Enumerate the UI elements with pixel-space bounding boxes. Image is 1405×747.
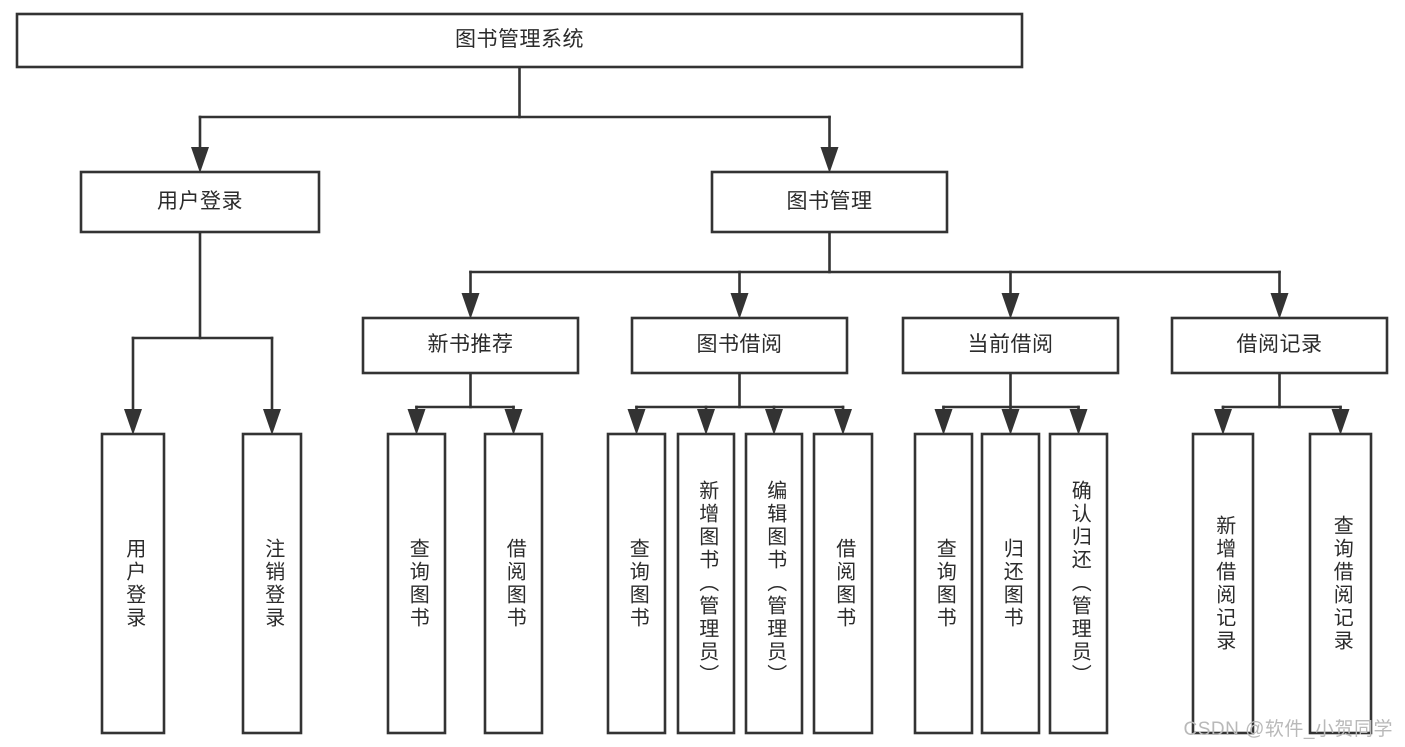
arrowhead-icon [627, 409, 646, 435]
node-box-root[interactable] [15, 12, 1024, 69]
node-box-l2_0[interactable] [361, 316, 580, 375]
node-box-l3_5[interactable] [676, 432, 736, 735]
arrowhead-icon [1214, 409, 1232, 435]
arrowhead-icon [124, 409, 142, 435]
node-box-l1_0[interactable] [79, 170, 321, 234]
arrowhead-icon [834, 409, 852, 435]
node-box-l1_1[interactable] [710, 170, 949, 234]
arrowhead-icon [191, 147, 209, 173]
arrowhead-icon [1331, 409, 1350, 435]
node-box-l2_1[interactable] [630, 316, 849, 375]
node-box-l2_2[interactable] [901, 316, 1120, 375]
edges-layer [124, 65, 1350, 435]
arrowhead-icon [765, 409, 783, 435]
watermark-text: CSDN @软件_小贺同学 [1183, 719, 1393, 740]
node-box-l3_8[interactable] [913, 432, 974, 735]
arrowhead-icon [820, 147, 839, 173]
node-box-l3_9[interactable] [980, 432, 1041, 735]
arrowhead-icon [934, 409, 953, 435]
node-box-l3_10[interactable] [1048, 432, 1109, 735]
node-box-l3_7[interactable] [812, 432, 874, 735]
arrowhead-icon [504, 409, 523, 435]
node-box-l2_3[interactable] [1170, 316, 1389, 375]
node-box-l3_2[interactable] [386, 432, 447, 735]
arrowhead-icon [1270, 293, 1289, 319]
node-box-l3_3[interactable] [483, 432, 544, 735]
arrowhead-icon [407, 409, 426, 435]
arrowhead-icon [697, 409, 715, 435]
arrowhead-icon [1069, 409, 1088, 435]
node-box-l3_12[interactable] [1308, 432, 1373, 735]
boxes-layer [15, 12, 1389, 735]
arrowhead-icon [730, 293, 749, 319]
node-box-l3_0[interactable] [100, 432, 166, 735]
node-box-l3_4[interactable] [606, 432, 667, 735]
arrowhead-icon [461, 293, 480, 319]
node-box-l3_6[interactable] [744, 432, 804, 735]
node-box-l3_11[interactable] [1191, 432, 1255, 735]
arrowhead-icon [1001, 409, 1020, 435]
arrowhead-icon [1001, 293, 1020, 319]
node-box-l3_1[interactable] [241, 432, 303, 735]
arrowhead-icon [263, 409, 281, 435]
